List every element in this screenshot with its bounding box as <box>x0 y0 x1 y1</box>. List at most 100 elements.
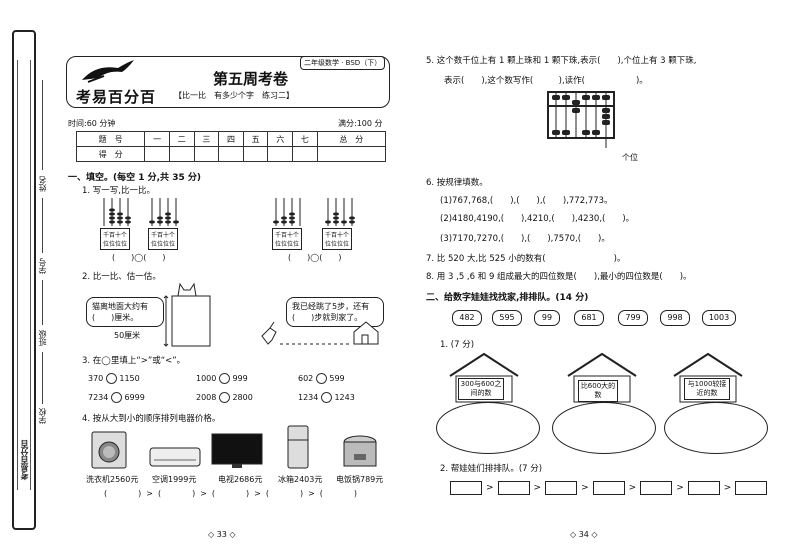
order-box[interactable] <box>687 481 720 495</box>
table-cell: 六 <box>267 131 294 147</box>
score-table: 题 号 一 二 三 四 五 六 七 总 分 得 分 <box>75 131 387 162</box>
number-candy[interactable]: 99 <box>534 310 560 326</box>
name-label: 姓名 <box>38 176 47 192</box>
appliance-price: 空调1999元 <box>152 475 197 484</box>
number: 1000 <box>196 374 217 383</box>
air-conditioner-icon <box>149 447 201 467</box>
section-1-title: 一、填空。(每空 1 分,共 35 分) <box>68 173 201 183</box>
fridge-icon <box>287 425 309 469</box>
abacus-place-label: 千百十个位位位位 <box>148 228 179 250</box>
height-label: 50厘米 <box>114 331 141 340</box>
section-2-title: 二、给数字娃娃找找家,排排队。(14 分) <box>426 293 589 303</box>
question-6-3: (3)7170,7270,( ),( ),7570,( )。 <box>440 234 610 244</box>
order-answer-line[interactable]: ( )>( )>( )>( )>( ) <box>104 489 363 498</box>
compare-item: 2008 2800 <box>196 392 253 403</box>
question-1: 1. 写一写,比一比。 <box>82 186 156 196</box>
tv-icon <box>211 433 263 468</box>
answer-area-1[interactable] <box>436 402 540 454</box>
question-5-line-1: 5. 这个数千位上有 1 颗上珠和 1 颗下珠,表示( ),个位上有 3 颗下珠… <box>426 56 697 66</box>
rabbit-logo-icon <box>82 60 134 83</box>
score-input-cell[interactable] <box>316 146 387 162</box>
abacus-pair-1-icon <box>103 198 179 226</box>
compare-item: 1234 1243 <box>298 392 355 403</box>
table-cell: 二 <box>168 131 195 147</box>
cat-speech-bubble: 猫离地面大约有 ( )厘米。 <box>86 297 164 327</box>
vertical-logo: 考易百分百 <box>19 440 29 480</box>
abacus-label-bottom: 位位位位 <box>275 241 300 248</box>
bird-and-house-icon <box>261 321 379 345</box>
number: 599 <box>329 374 345 383</box>
order-box[interactable] <box>497 481 530 495</box>
question-8: 8. 用 3 ,5 ,6 和 9 组成最大的四位数是( ),最小的四位数是( )… <box>426 272 692 282</box>
table-cell: 总 分 <box>316 131 387 147</box>
abacus-place-label: 千百十个位位位位 <box>272 228 303 250</box>
table-cell: 得 分 <box>75 146 146 162</box>
number: 2008 <box>196 393 217 402</box>
score-input-cell[interactable] <box>267 146 294 162</box>
score-input-cell[interactable] <box>242 146 269 162</box>
school-line <box>42 352 43 404</box>
compare-circle[interactable] <box>218 392 230 403</box>
abacus-label-bottom: 位位位位 <box>103 241 128 248</box>
time-limit: 时间:60 分钟 <box>68 119 116 128</box>
compare-blank-2[interactable]: ( )◯( ) <box>288 253 342 262</box>
sub-question-2: 2. 帮娃娃们排排队。(7 分) <box>440 464 543 474</box>
abacus-label-bottom: 位位位位 <box>151 241 176 248</box>
compare-circle[interactable] <box>315 373 327 384</box>
answer-area-3[interactable] <box>664 402 768 454</box>
score-input-cell[interactable] <box>193 146 220 162</box>
order-box[interactable] <box>545 481 578 495</box>
score-input-cell[interactable] <box>292 146 318 162</box>
number-candy[interactable]: 799 <box>618 310 648 326</box>
student-id-line <box>42 198 43 253</box>
compare-circle[interactable] <box>218 373 230 384</box>
number-candy[interactable]: 681 <box>574 310 604 326</box>
order-row: > > > > > > <box>450 481 768 495</box>
washing-machine-icon <box>91 431 127 469</box>
compare-item: 602 599 <box>298 373 345 384</box>
appliance-price: 电视2686元 <box>218 475 263 484</box>
score-input-cell[interactable] <box>218 146 244 162</box>
question-7: 7. 比 520 大,比 525 小的数有( )。 <box>426 254 626 264</box>
order-box[interactable] <box>592 481 625 495</box>
number: 1150 <box>119 374 140 383</box>
question-6-1: (1)767,768,( ),( ),( ),772,773。 <box>440 196 613 206</box>
order-box[interactable] <box>450 481 482 495</box>
school-label: 学校 <box>38 408 47 424</box>
order-box[interactable] <box>735 481 768 495</box>
bubble-text: ( )步就到家了。 <box>292 313 363 322</box>
page-number-left: ◇ 33 ◇ <box>208 530 236 539</box>
score-input-cell[interactable] <box>168 146 195 162</box>
table-cell: 一 <box>144 131 170 147</box>
left-page: 姓名 学号 班级 学校 考易百分百 考易百分百 第五周考卷 【比一比 有多少个字… <box>12 30 390 539</box>
table-cell: 题 号 <box>75 131 146 147</box>
compare-item: 7234 6999 <box>88 392 145 403</box>
question-3: 3. 在◯里填上“>”或“<”。 <box>82 356 186 366</box>
compare-circle[interactable] <box>105 373 117 384</box>
table-cell: 三 <box>193 131 220 147</box>
house-label: 比600大的数 <box>578 380 618 402</box>
bubble-text: 我已经跳了5步，还有 <box>292 302 370 311</box>
answer-area-2[interactable] <box>552 402 656 454</box>
number: 6999 <box>124 393 145 402</box>
order-box[interactable] <box>640 481 673 495</box>
compare-circle[interactable] <box>110 392 122 403</box>
class-label: 班级 <box>38 330 47 346</box>
page-title: 第五周考卷 <box>213 70 289 88</box>
binding-strip-inner <box>17 60 31 490</box>
number-candy[interactable]: 1003 <box>702 310 736 326</box>
score-input-cell[interactable] <box>144 146 170 162</box>
greater-than: > <box>676 483 684 493</box>
compare-circle[interactable] <box>320 392 332 403</box>
table-cell: 七 <box>292 131 318 147</box>
compare-blank-1[interactable]: ( )◯( ) <box>112 253 166 262</box>
bird-speech-bubble: 我已经跳了5步，还有 ( )步就到家了。 <box>286 297 384 327</box>
number-candy[interactable]: 482 <box>452 310 482 326</box>
number: 1234 <box>298 393 319 402</box>
number-candy[interactable]: 595 <box>492 310 522 326</box>
abacus-label-top: 千百十个 <box>103 232 128 239</box>
greater-than: > <box>628 483 637 493</box>
abacus-place-label: 千百十个位位位位 <box>322 228 353 250</box>
number-candy[interactable]: 998 <box>660 310 690 326</box>
sub-question-1: 1. (7 分) <box>440 340 475 350</box>
